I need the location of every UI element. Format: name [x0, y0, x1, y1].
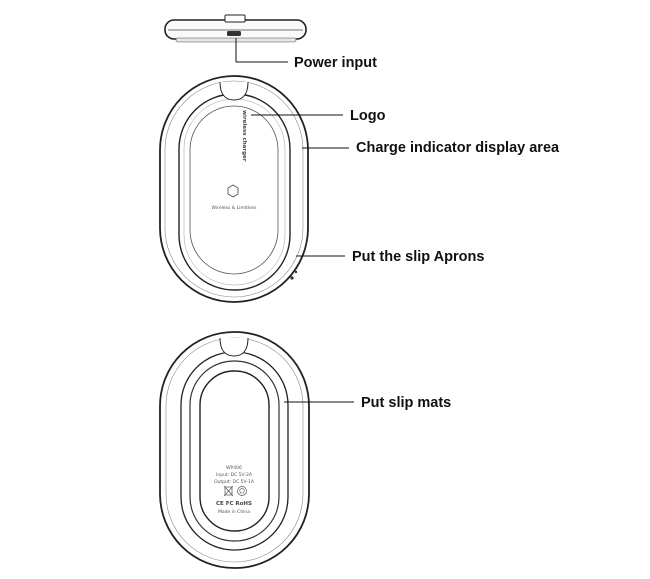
slip-aprons-label: Put the slip Aprons [352, 249, 484, 265]
usb-port-icon [224, 14, 246, 36]
slip-mats-label: Put slip mats [361, 395, 451, 411]
device-input-rating: Input: DC 5V-2A [216, 472, 253, 478]
device-side-print: wireless charger [241, 110, 247, 162]
device-origin: Made in China [218, 509, 250, 515]
device-model: WP406 [226, 465, 242, 471]
device-brand-line: Wireless & Limitless [211, 205, 257, 211]
power-input-label: Power input [294, 55, 377, 71]
weee-bin-icon [223, 485, 234, 497]
charge-indicator-label: Charge indicator display area [356, 140, 560, 156]
certification-seal-icon [237, 486, 247, 496]
logo-hexagon-icon [227, 184, 239, 198]
device-cert-marks: CE FC RoHS [216, 501, 252, 507]
device-output-rating: Output: DC 5V-1A [214, 479, 255, 485]
logo-label: Logo [350, 108, 386, 124]
bottom-view-device: WP406 Input: DC 5V-2A Output: DC 5V-1A C… [159, 331, 310, 569]
top-view-device: wireless charger Wireless & Limitless [159, 75, 309, 303]
side-view [164, 14, 307, 63]
